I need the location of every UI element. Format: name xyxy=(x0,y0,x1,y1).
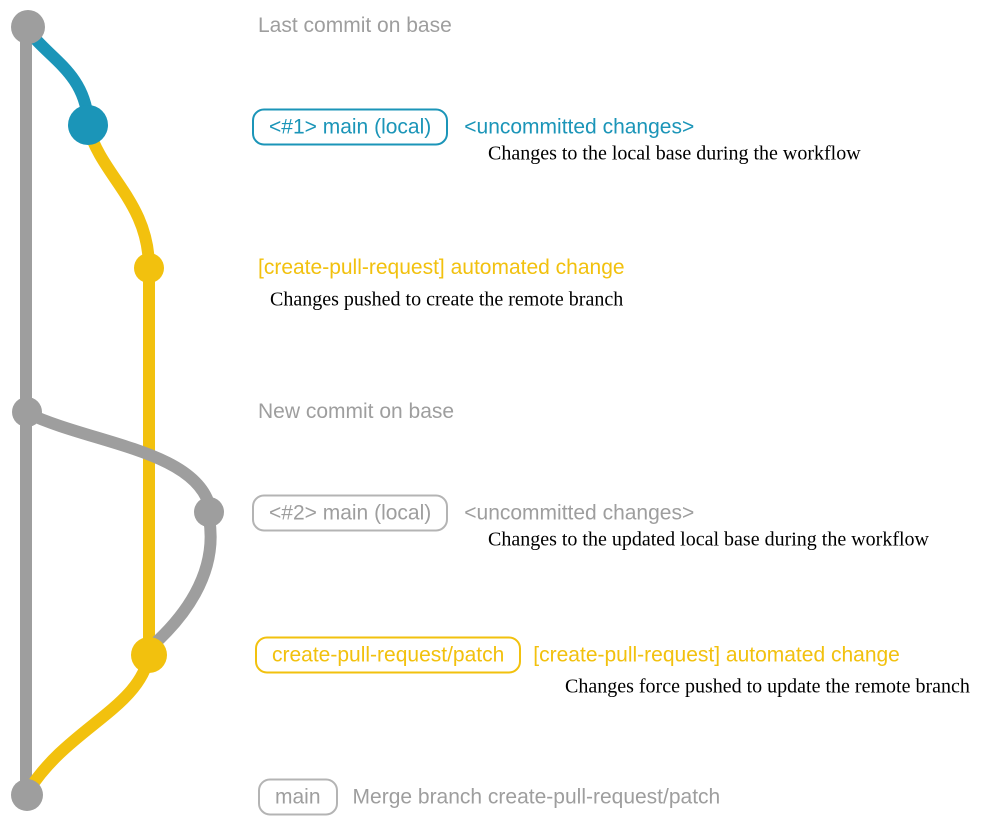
row-local-1: <#1> main (local) <uncommitted changes> xyxy=(252,108,695,146)
branch-badge-main-local-2: <#2> main (local) xyxy=(252,494,449,532)
merge-into-base-curve xyxy=(23,649,155,796)
commit-message-uncommitted-1: <uncommitted changes> xyxy=(464,115,695,138)
base-update-branch-curve xyxy=(21,407,215,510)
detail-remote-2: Changes force pushed to update the remot… xyxy=(565,675,970,698)
commit-message-merge: Merge branch create-pull-request/patch xyxy=(352,785,721,808)
commit-message-uncommitted-2: <uncommitted changes> xyxy=(464,501,695,524)
detail-local-2: Changes to the updated local base during… xyxy=(488,528,929,551)
commit-new-base xyxy=(12,397,42,427)
commit-message-automated-2: [create-pull-request] automated change xyxy=(533,643,900,666)
local-branch-curve xyxy=(22,24,94,126)
row-merge: main Merge branch create-pull-request/pa… xyxy=(258,778,721,816)
remote-branch-line xyxy=(82,121,155,656)
row-local-2: <#2> main (local) <uncommitted changes> xyxy=(252,494,695,532)
label-new-commit-on-base: New commit on base xyxy=(258,400,455,423)
rebase-onto-remote-curve xyxy=(146,512,217,652)
branch-badge-main: main xyxy=(258,778,338,816)
detail-local-1: Changes to the local base during the wor… xyxy=(488,142,861,165)
branch-badge-main-local-1: <#1> main (local) xyxy=(252,108,449,146)
commit-remote-1 xyxy=(134,253,164,283)
detail-remote-1: Changes pushed to create the remote bran… xyxy=(270,288,624,311)
commit-last-base xyxy=(11,10,45,44)
commit-local-1 xyxy=(68,105,108,145)
commit-message-automated-1: [create-pull-request] automated change xyxy=(258,256,625,279)
commit-remote-2 xyxy=(131,637,167,673)
commit-local-2 xyxy=(194,497,224,527)
row-remote-2: create-pull-request/patch [create-pull-r… xyxy=(255,636,900,674)
label-last-commit-on-base: Last commit on base xyxy=(258,14,452,37)
commit-merge xyxy=(11,779,43,811)
branch-badge-create-pull-request-patch: create-pull-request/patch xyxy=(255,636,522,674)
